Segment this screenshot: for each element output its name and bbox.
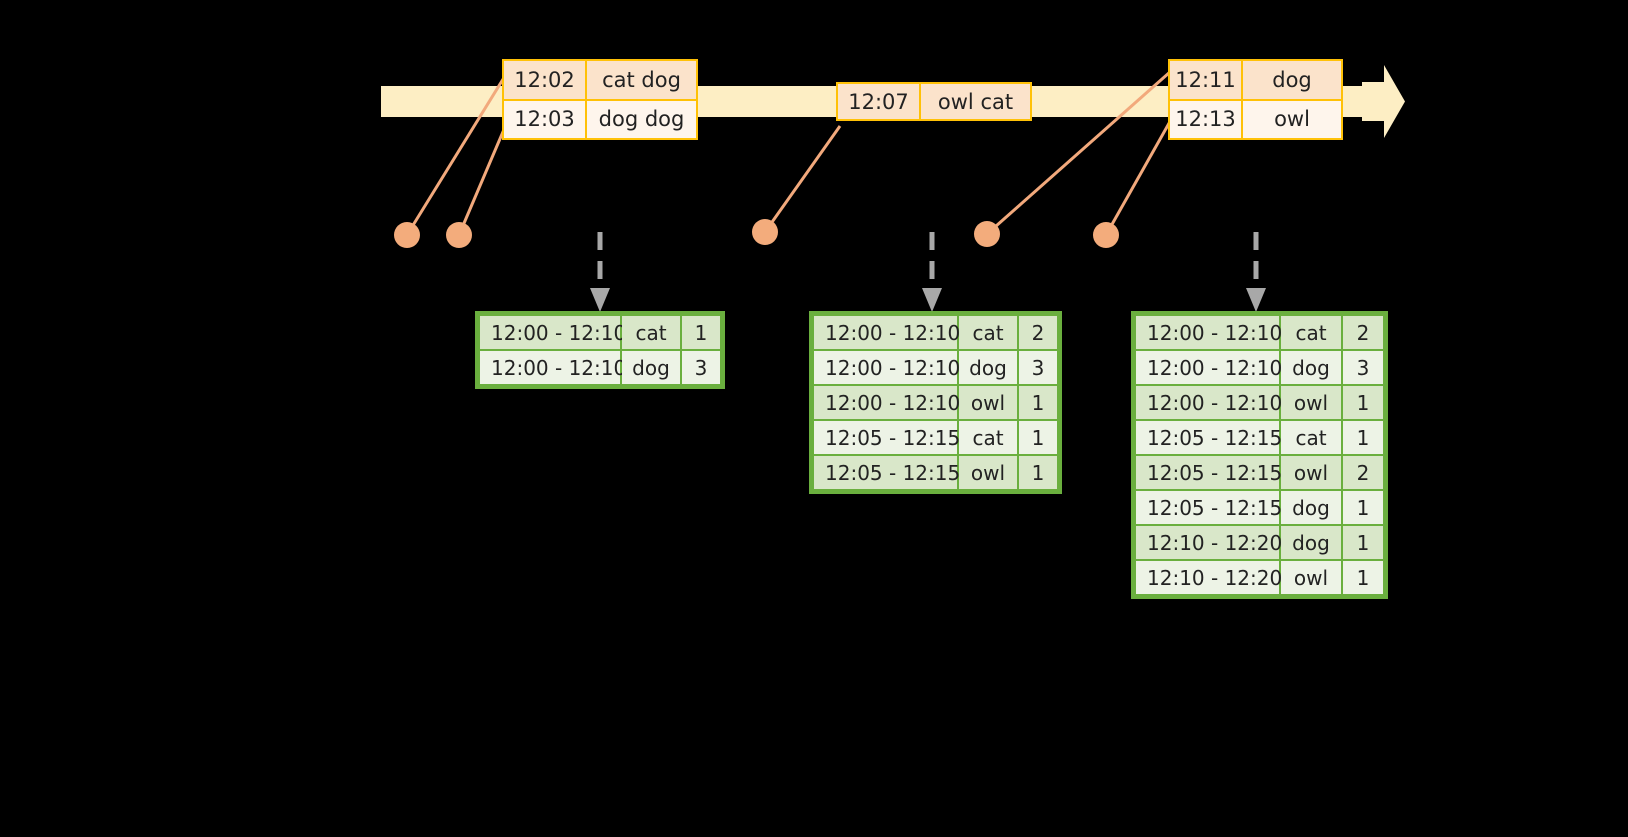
connector-line-3 bbox=[763, 125, 842, 233]
window-cell: 12:00 - 12:10 bbox=[480, 351, 626, 384]
word-cell: dog bbox=[1281, 491, 1341, 524]
event-dot-2 bbox=[446, 222, 472, 248]
event-dot-4 bbox=[974, 221, 1000, 247]
window-cell: 12:00 - 12:10 bbox=[1136, 351, 1282, 384]
word-cell: cat bbox=[1281, 316, 1341, 349]
connector-line-2 bbox=[457, 119, 510, 236]
timeline-arrow-head bbox=[1362, 63, 1406, 140]
window-cell: 12:00 - 12:10 bbox=[1136, 386, 1282, 419]
count-cell: 3 bbox=[1343, 351, 1383, 384]
window-cell: 12:00 - 12:10 bbox=[814, 351, 960, 384]
event-time: 12:13 bbox=[1170, 100, 1243, 138]
event-time: 12:02 bbox=[504, 61, 587, 99]
connector-line-5 bbox=[1104, 117, 1174, 236]
count-cell: 3 bbox=[682, 351, 720, 384]
word-cell: cat bbox=[1281, 421, 1341, 454]
window-cell: 12:05 - 12:15 bbox=[1136, 456, 1282, 489]
count-cell: 1 bbox=[1343, 526, 1383, 559]
count-cell: 1 bbox=[1019, 421, 1057, 454]
count-cell: 1 bbox=[1019, 386, 1057, 419]
word-cell: dog bbox=[959, 351, 1017, 384]
window-cell: 12:05 - 12:15 bbox=[1136, 421, 1282, 454]
emit-arrow-1 bbox=[588, 232, 612, 314]
window-cell: 12:00 - 12:10 bbox=[1136, 316, 1282, 349]
emit-arrow-3 bbox=[1244, 232, 1268, 314]
word-cell: dog bbox=[1281, 351, 1341, 384]
event-value: cat dog bbox=[587, 61, 696, 99]
event-value: owl bbox=[1243, 100, 1341, 138]
event-dot-1 bbox=[394, 222, 420, 248]
count-cell: 2 bbox=[1343, 316, 1383, 349]
window-cell: 12:05 - 12:15 bbox=[814, 456, 960, 489]
word-cell: cat bbox=[959, 421, 1017, 454]
count-cell: 1 bbox=[1343, 386, 1383, 419]
count-cell: 2 bbox=[1019, 316, 1057, 349]
count-cell: 1 bbox=[682, 316, 720, 349]
count-cell: 1 bbox=[1019, 456, 1057, 489]
word-cell: owl bbox=[1281, 561, 1341, 594]
word-cell: owl bbox=[959, 386, 1017, 419]
count-cell: 3 bbox=[1019, 351, 1057, 384]
event-time: 12:03 bbox=[504, 100, 587, 138]
event-value: owl cat bbox=[921, 84, 1030, 119]
event-value: dog bbox=[1243, 61, 1341, 99]
event-value: dog dog bbox=[587, 100, 696, 138]
emit-arrow-2 bbox=[920, 232, 944, 314]
word-cell: cat bbox=[959, 316, 1017, 349]
window-cell: 12:00 - 12:10 bbox=[814, 386, 960, 419]
count-cell: 1 bbox=[1343, 561, 1383, 594]
count-cell: 2 bbox=[1343, 456, 1383, 489]
window-cell: 12:05 - 12:15 bbox=[814, 421, 960, 454]
event-dot-3 bbox=[752, 219, 778, 245]
event-dot-5 bbox=[1093, 222, 1119, 248]
word-cell: dog bbox=[1281, 526, 1341, 559]
count-cell: 1 bbox=[1343, 491, 1383, 524]
word-cell: owl bbox=[1281, 456, 1341, 489]
word-cell: owl bbox=[959, 456, 1017, 489]
word-cell: owl bbox=[1281, 386, 1341, 419]
window-cell: 12:05 - 12:15 bbox=[1136, 491, 1282, 524]
count-cell: 1 bbox=[1343, 421, 1383, 454]
window-cell: 12:00 - 12:10 bbox=[480, 316, 626, 349]
window-cell: 12:00 - 12:10 bbox=[814, 316, 960, 349]
word-cell: dog bbox=[622, 351, 680, 384]
event-time: 12:07 bbox=[838, 84, 921, 119]
window-cell: 12:10 - 12:20 bbox=[1136, 561, 1282, 594]
window-cell: 12:10 - 12:20 bbox=[1136, 526, 1282, 559]
word-cell: cat bbox=[622, 316, 680, 349]
event-time: 12:11 bbox=[1170, 61, 1243, 99]
